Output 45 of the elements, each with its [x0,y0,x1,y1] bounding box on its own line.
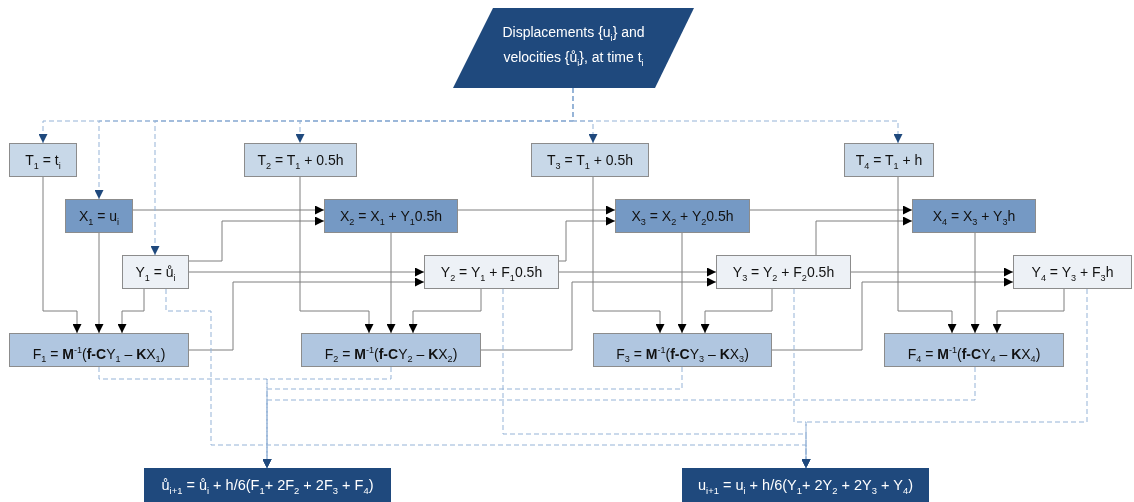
velocity-box: Y$_{2}$ = Y$_{1}$ + F$_{1}$0.5h [424,255,559,289]
arrow [992,288,1065,334]
displacement-box: X$_{3}$ = X$_{2}$ + Y$_{2}$0.5h [615,199,750,233]
time-box: T$_{2}$ = T$_{1}$ + 0.5h [244,143,357,177]
force-box: F$_{4}$ = M$^{-1}$(f-CY$_{4}$ – KX$_{4}$) [884,333,1064,367]
velocity-box: Y$_{3}$ = Y$_{2}$ + F$_{2}$0.5h [716,255,851,289]
arrow [815,216,913,256]
arrow [42,176,82,334]
time-box: T$_{1}$ = t$_{i}$ [9,143,77,177]
time-box: T$_{3}$ = T$_{1}$ + 0.5h [531,143,649,177]
arrow [457,205,616,215]
arrow [771,277,1014,351]
arrow [386,232,396,334]
velocity-box: Y$_{4}$ = Y$_{3}$ + F$_{3}$h [1013,255,1132,289]
velocity-box: Y$_{1}$ = ů$_{i}$ [122,255,189,289]
arrow [850,267,1014,277]
time-box: T$_{4}$ = T$_{1}$ + h [844,143,934,177]
arrow [677,232,687,334]
arrow [480,277,717,351]
displacement-box: X$_{1}$ = u$_{i}$ [65,199,133,233]
force-box: F$_{1}$ = M$^{-1}$(f-CY$_{1}$ – KX$_{1}$) [9,333,189,367]
arrow [188,277,425,351]
arrow [970,232,980,334]
arrow [188,216,325,262]
arrow [749,205,913,215]
arrow [700,288,773,334]
input-label: Displacements {u$_{i}$} and velocities {ů$_{i}$}, at time t$_{i}$ [501,23,646,70]
arrow [299,176,374,334]
result-box: ů$_{i+1}$ = ů$_{i}$ + h/6(F$_{1}$+ 2F$_{2}$ + 2F$_{3}$ + F$_{4}$) [144,468,391,502]
dashed-arrow [262,366,976,469]
dashed-arrow [801,288,1088,469]
arrow [558,267,717,277]
arrow [117,288,145,334]
arrow [408,288,482,334]
arrow [558,216,616,262]
displacement-box: X$_{2}$ = X$_{1}$ + Y$_{1}$0.5h [324,199,458,233]
displacement-box: X$_{4}$ = X$_{3}$ + Y$_{3}$h [912,199,1036,233]
arrow [188,267,425,277]
arrow [94,232,104,334]
arrow [897,176,957,334]
force-box: F$_{3}$ = M$^{-1}$(f-CY$_{3}$ – KX$_{3}$) [593,333,772,367]
arrow [592,176,665,334]
result-box: u$_{i+1}$ = u$_{i}$ + h/6(Y$_{1}$+ 2Y$_{2}$ + 2Y$_{3}$ + Y$_{4}$) [682,468,929,502]
force-box: F$_{2}$ = M$^{-1}$(f-CY$_{2}$ – KX$_{2}$) [301,333,481,367]
arrow [132,205,325,215]
